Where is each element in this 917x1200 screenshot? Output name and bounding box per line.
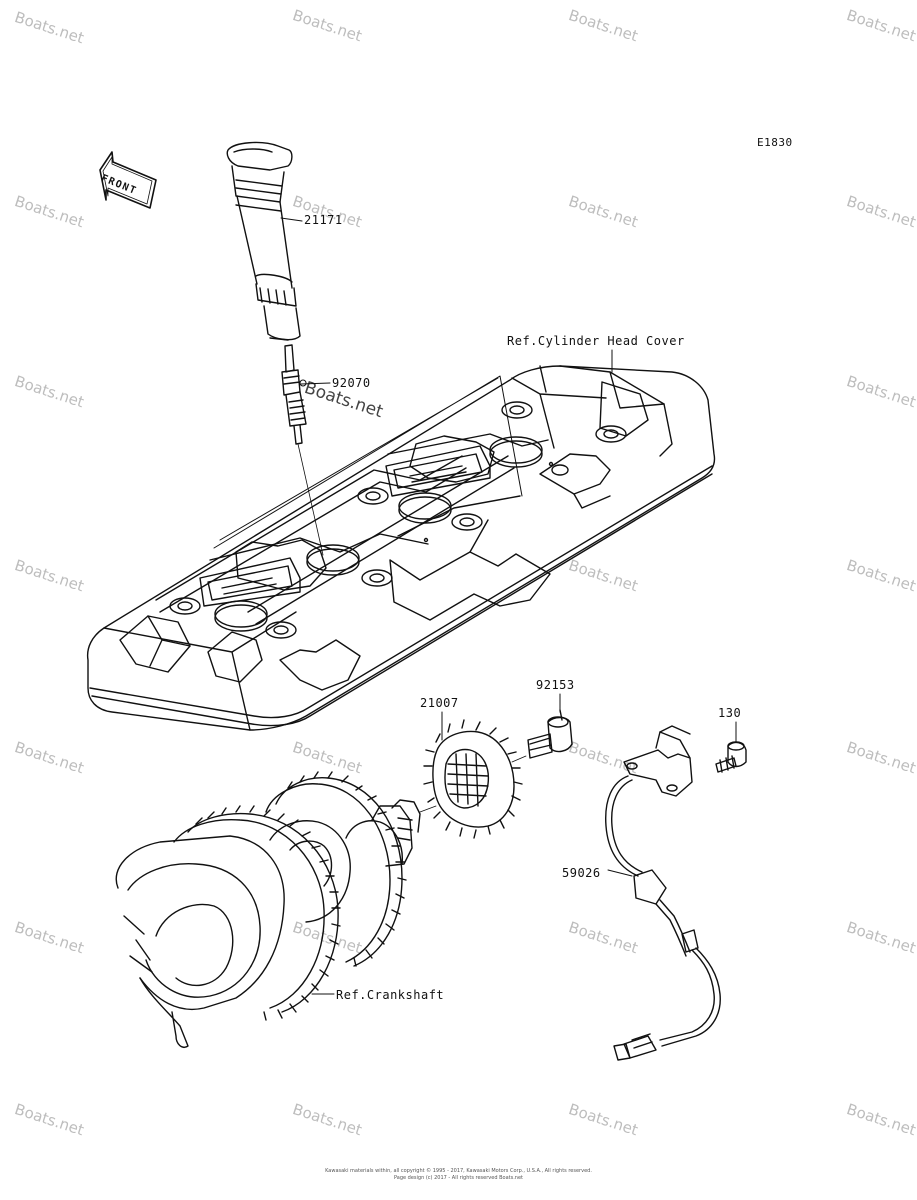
leader-line xyxy=(607,869,633,877)
leader-line xyxy=(300,382,331,385)
callout-crankshaft-ref[interactable]: Ref.Crankshaft xyxy=(336,988,445,1002)
callout-92153[interactable]: 92153 xyxy=(536,678,575,692)
crankshaft-drawing xyxy=(115,771,421,1048)
ignition-coil-drawing xyxy=(226,141,301,341)
callout-cylinder-head-cover-ref[interactable]: Ref.Cylinder Head Cover xyxy=(507,334,685,348)
copyright-line: Page design (c) 2017 - All rights reserv… xyxy=(393,1175,524,1181)
leader-line xyxy=(280,217,303,222)
sensor-bolt-drawing xyxy=(715,741,747,773)
callout-21007[interactable]: 21007 xyxy=(420,696,459,710)
callout-59026[interactable]: 59026 xyxy=(562,866,601,880)
callout-130[interactable]: 130 xyxy=(718,706,742,720)
cylinder-head-cover-drawing xyxy=(86,365,716,731)
copyright-line: Kawasaki materials within, all copyright… xyxy=(325,1168,592,1174)
rotor-bolt-drawing xyxy=(527,709,573,759)
diagram-code: E1830 xyxy=(757,136,793,149)
callout-92070[interactable]: 92070 xyxy=(332,376,371,390)
callout-21171[interactable]: 21171 xyxy=(304,213,343,227)
crank-sensor-drawing xyxy=(605,725,721,1061)
front-arrow-icon xyxy=(99,151,157,209)
spark-plug-drawing xyxy=(281,344,307,445)
timing-rotor-drawing xyxy=(423,719,523,839)
